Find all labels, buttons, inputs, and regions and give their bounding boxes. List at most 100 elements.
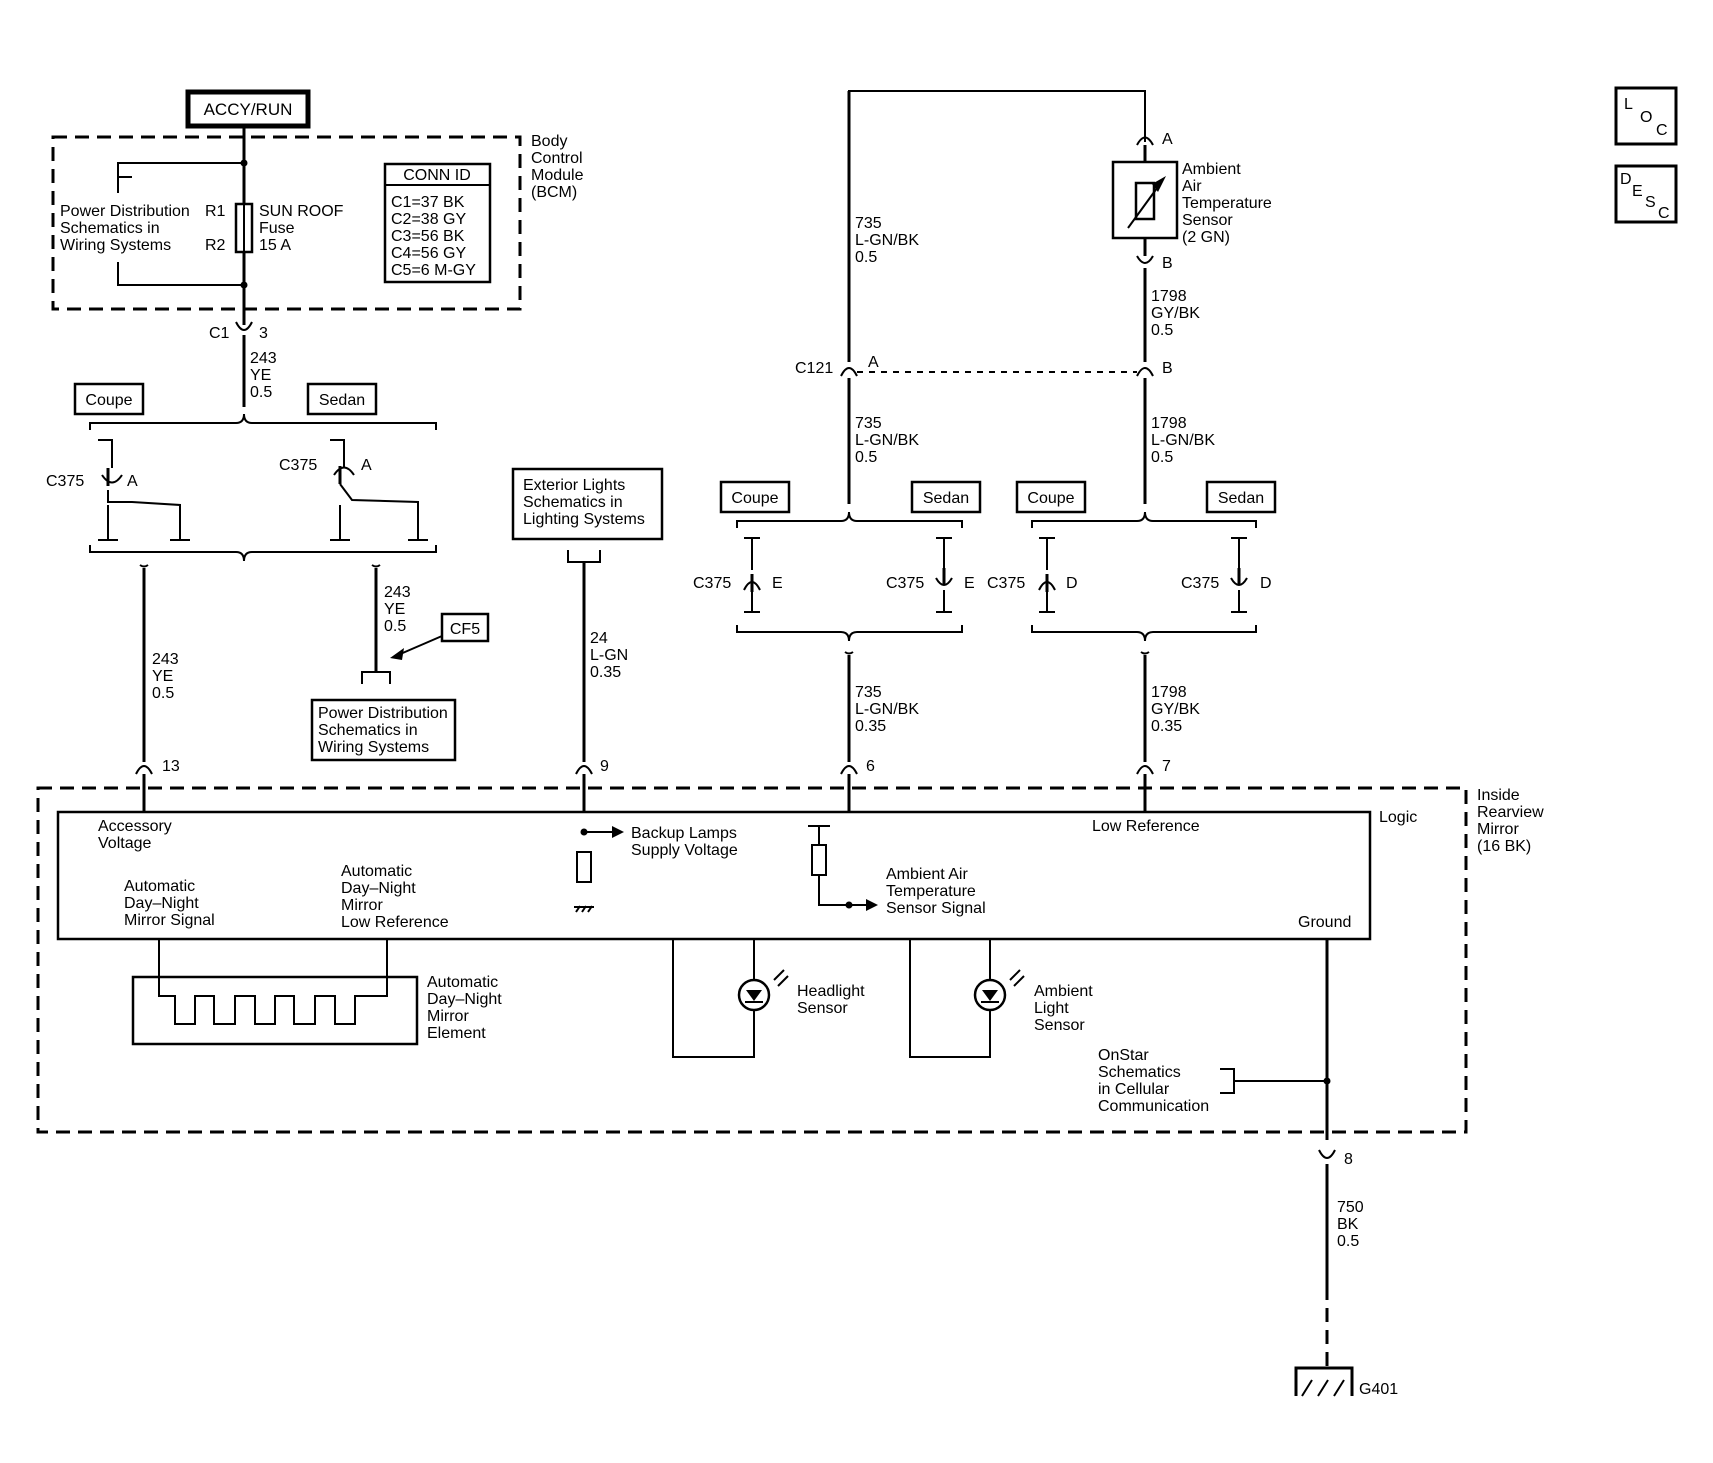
bcm-name-4: (BCM) [531, 184, 577, 201]
ext-lights-2: Schematics in [523, 494, 623, 511]
chassis-ground-icon [574, 905, 594, 913]
c121-pin-a: A [868, 354, 879, 371]
loc-c: C [1656, 122, 1668, 139]
ext-lights-box [511, 467, 664, 541]
low-reference-label: Low Reference [1092, 818, 1200, 835]
w24-3: 0.35 [590, 664, 621, 681]
w1798-mid-2: L-GN/BK [1151, 432, 1215, 449]
adn-signal-2: Day–Night [124, 895, 199, 912]
sensor-pin-a-icon [1136, 136, 1154, 146]
desc-e: E [1632, 183, 1643, 200]
fuse-r2: R2 [205, 237, 226, 254]
pin-9: 9 [600, 758, 609, 775]
w1798-mid-3: 0.5 [1151, 449, 1173, 466]
c375-a-option-group: Coupe Sedan C375 A C375 A [46, 382, 437, 562]
desc-d: D [1620, 171, 1632, 188]
c375-d-option-group: Coupe Sedan C375 D C375 D [987, 480, 1277, 642]
onstar-3: in Cellular [1098, 1081, 1170, 1098]
desc-s: S [1645, 194, 1656, 211]
w243-top-1: 243 [250, 350, 277, 367]
c1-pin: 3 [259, 325, 268, 342]
logic-label: Logic [1379, 809, 1417, 826]
ext-lights-1: Exterior Lights [523, 477, 625, 494]
pin-8: 8 [1344, 1151, 1353, 1168]
pd-ref2-1: Power Distribution [318, 705, 448, 722]
w1798-top-1: 1798 [1151, 288, 1187, 305]
ambient-light-sensor-2: Light [1034, 1000, 1069, 1017]
coupe-label-e: Coupe [731, 490, 778, 507]
loc-button[interactable]: L O C [1614, 86, 1678, 146]
w750-1: 750 [1337, 1199, 1364, 1216]
w735-mid-3: 0.5 [855, 449, 877, 466]
onstar-2: Schematics [1098, 1064, 1181, 1081]
sensor-name-3: Temperature [1182, 195, 1272, 212]
conn-id-3: C3=56 BK [391, 228, 465, 245]
pullup-resistor-icon [811, 844, 827, 876]
mirror-name-3: Mirror [1477, 821, 1519, 838]
w1798-top-2: GY/BK [1151, 305, 1200, 322]
cf5-label: CF5 [450, 621, 480, 638]
w243-left-1: 243 [152, 651, 179, 668]
accessory-voltage-1: Accessory [98, 818, 172, 835]
mirror-name-1: Inside [1477, 787, 1520, 804]
sensor-name-1: Ambient [1182, 161, 1241, 178]
c375-e-right-pin: E [964, 575, 975, 592]
w735-bot-2: L-GN/BK [855, 701, 919, 718]
adn-lowref-4: Low Reference [341, 914, 449, 931]
c121-label: C121 [795, 360, 833, 377]
desc-c: C [1658, 205, 1670, 222]
onstar-4: Communication [1098, 1098, 1209, 1115]
w750-2: BK [1337, 1216, 1359, 1233]
ext-lights-3: Lighting Systems [523, 511, 645, 528]
w735-mid-2: L-GN/BK [855, 432, 919, 449]
bcm-name-2: Control [531, 150, 583, 167]
onstar-1: OnStar [1098, 1047, 1149, 1064]
cf5-box [440, 612, 490, 643]
c375-d-left-label: C375 [987, 575, 1025, 592]
adn-lowref-2: Day–Night [341, 880, 416, 897]
c375-right-pin: A [361, 457, 372, 474]
adn-signal-1: Automatic [124, 878, 195, 895]
fuse-label-2: Fuse [259, 220, 295, 237]
w243-left-2: YE [152, 668, 173, 685]
c375-e-right-label: C375 [886, 575, 924, 592]
conn-id-1: C1=37 BK [391, 194, 465, 211]
accy-run-source: ACCY/RUN [185, 89, 311, 129]
sedan-label-d: Sedan [1218, 490, 1264, 507]
resistor-icon [576, 851, 592, 883]
loc-l: L [1624, 96, 1633, 113]
conn-id-5: C5=6 M-GY [391, 262, 476, 279]
c375-e-left-label: C375 [693, 575, 731, 592]
ambient-light-sensor-1: Ambient [1034, 983, 1093, 1000]
ground-label: Ground [1298, 914, 1351, 931]
adn-signal-3: Mirror Signal [124, 912, 215, 929]
w243-right-2: YE [384, 601, 405, 618]
c375-left-pin: A [127, 473, 138, 490]
c375-d-right-pin: D [1260, 575, 1272, 592]
pin-7: 7 [1162, 758, 1171, 775]
w243-top-3: 0.5 [250, 384, 272, 401]
w243-top-2: YE [250, 367, 271, 384]
c375-right-label: C375 [279, 457, 317, 474]
sedan-label-left: Sedan [319, 392, 365, 409]
w735-bot-1: 735 [855, 684, 882, 701]
adn-lowref-3: Mirror [341, 897, 383, 914]
c1-conn: C1 [209, 325, 230, 342]
sensor-name-4: Sensor [1182, 212, 1233, 229]
conn-id-2: C2=38 GY [391, 211, 466, 228]
desc-button[interactable]: D E S C [1614, 164, 1678, 224]
w24-2: L-GN [590, 647, 628, 664]
logic-box [56, 810, 1372, 941]
headlight-sensor-1: Headlight [797, 983, 865, 1000]
c375-e-option-group: Coupe Sedan C375 E C375 E [693, 480, 982, 642]
coupe-label-d: Coupe [1027, 490, 1074, 507]
c375-e-left-pin: E [772, 575, 783, 592]
accy-run-label: ACCY/RUN [204, 100, 293, 119]
coupe-label-left: Coupe [85, 392, 132, 409]
accessory-voltage-2: Voltage [98, 835, 151, 852]
fuse-label-1: SUN ROOF [259, 203, 344, 220]
element-4: Element [427, 1025, 486, 1042]
ambient-light-sensor-3: Sensor [1034, 1017, 1085, 1034]
mirror-name-2: Rearview [1477, 804, 1544, 821]
